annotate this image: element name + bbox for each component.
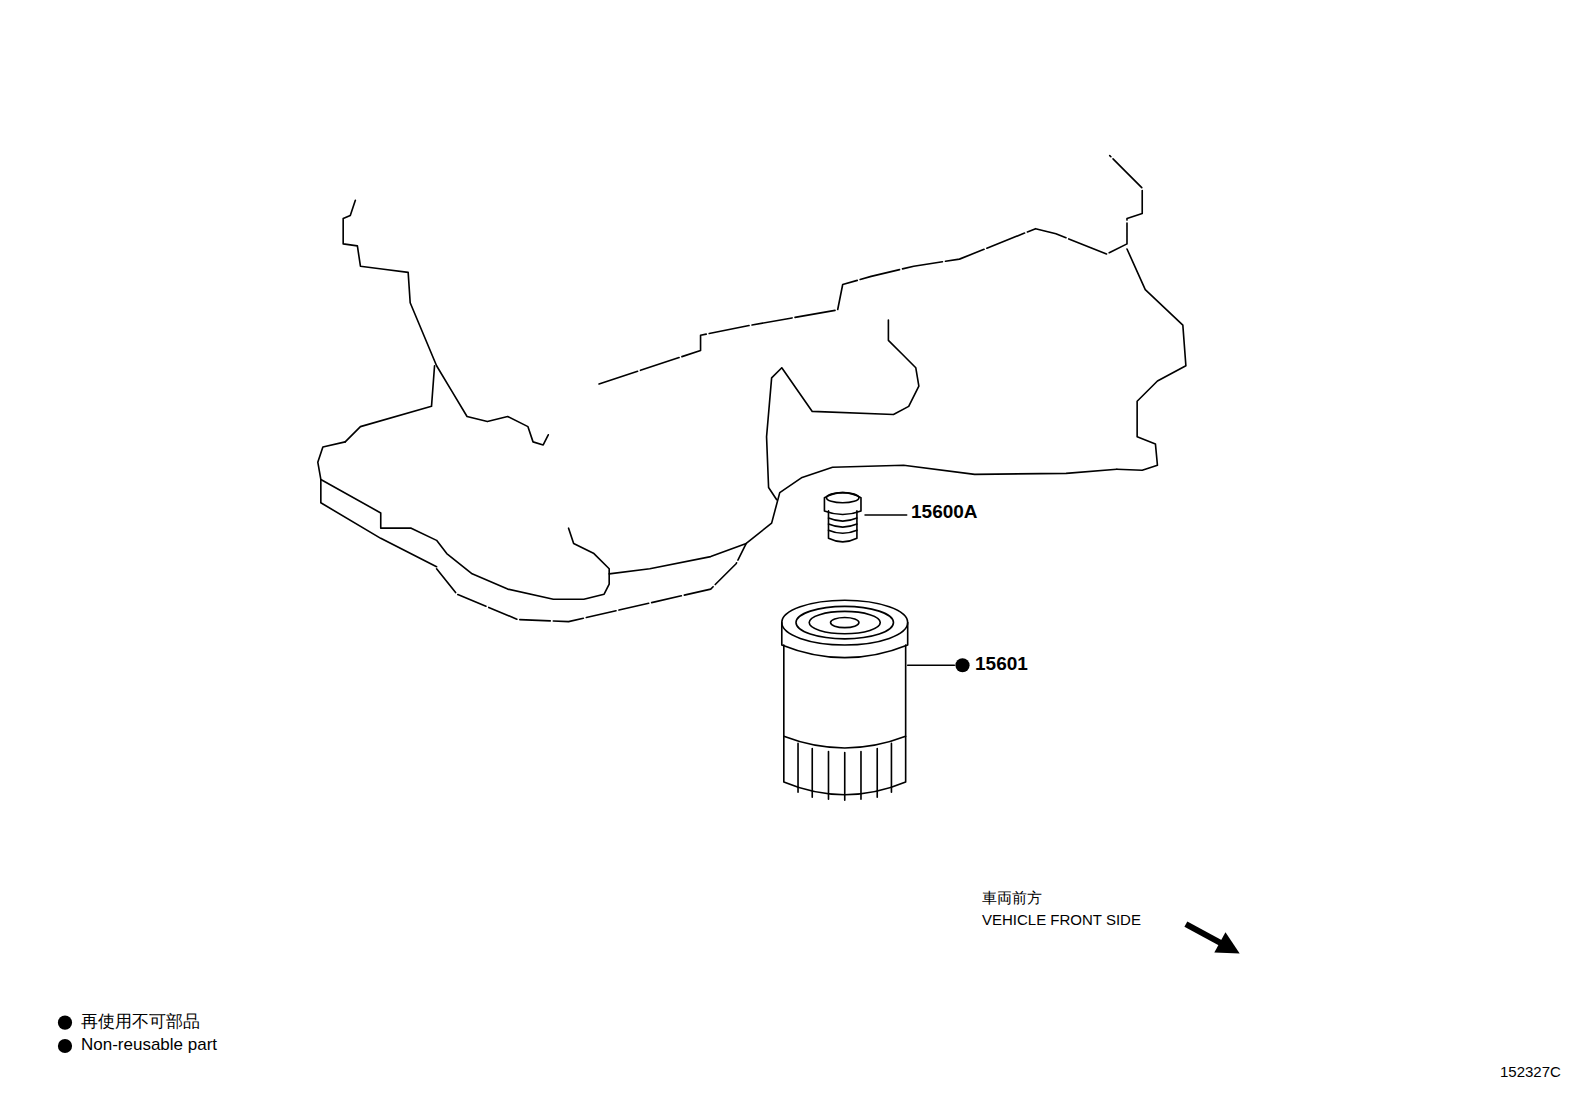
callout-number: 15600A: [911, 501, 978, 524]
engine-outline: [345, 366, 434, 442]
legend-dot: [58, 1016, 72, 1030]
oil-pan: [437, 543, 747, 621]
leader-line: [865, 514, 907, 516]
front-arrow: [1186, 924, 1240, 953]
leader-line: [908, 664, 955, 666]
engine-outline: [767, 320, 919, 500]
engine-outline: [343, 200, 548, 445]
callout-number: 15601: [975, 653, 1028, 676]
oil-pan: [321, 479, 437, 566]
engine-outline: [599, 156, 1142, 384]
direction-label: VEHICLE FRONT SIDE: [982, 911, 1141, 929]
figure-number: 152327C: [1500, 1063, 1561, 1081]
drain-plug: [824, 493, 861, 542]
legend-dot: [58, 1039, 72, 1053]
oil-pan: [609, 465, 1117, 574]
engine-outline: [1117, 249, 1186, 470]
oil-filter: [782, 600, 908, 800]
non-reusable-dot: [955, 658, 969, 672]
direction-label: 車両前方: [982, 889, 1042, 907]
legend-text: 再使用不可部品: [81, 1012, 200, 1032]
legend-text: Non-reusable part: [81, 1035, 217, 1055]
oil-pan: [318, 442, 609, 599]
